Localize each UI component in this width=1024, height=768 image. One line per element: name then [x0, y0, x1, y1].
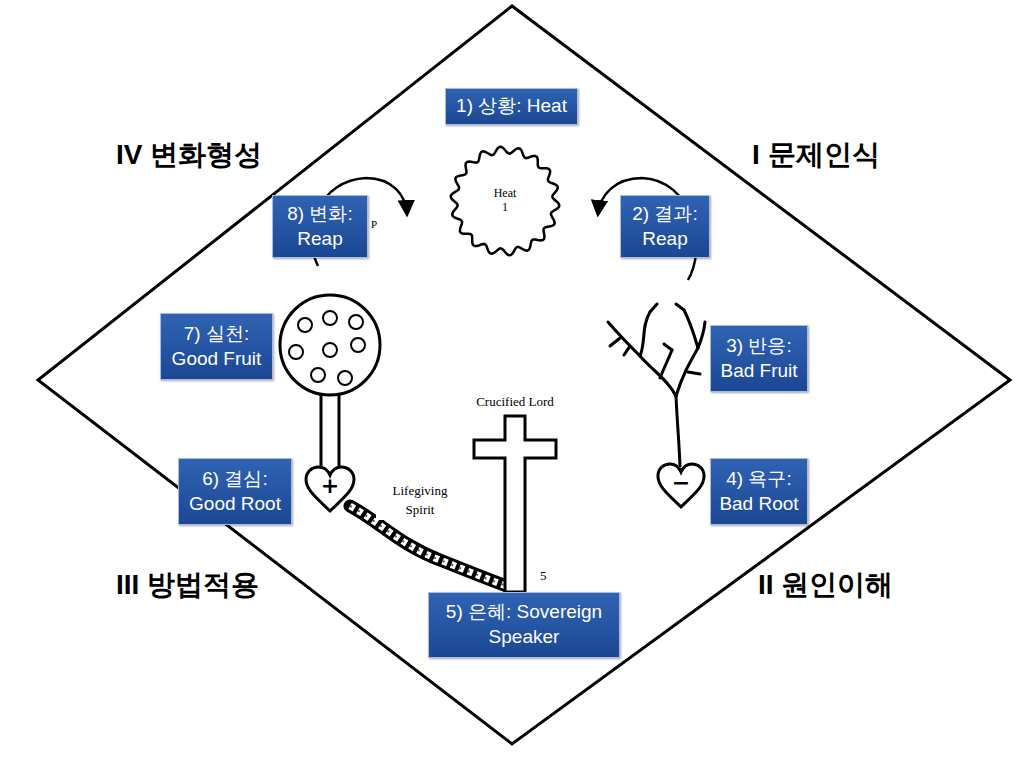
- sun-text: Heat: [494, 187, 517, 201]
- step-box: 8) 변화: Reap: [272, 195, 368, 258]
- step-box: 2) 결과: Reap: [620, 195, 710, 258]
- quadrant-label: I 문제인식: [752, 136, 880, 174]
- good-tree: [280, 295, 380, 468]
- cut-letter: P: [371, 218, 377, 230]
- step-label: 8) 변화: Reap: [279, 202, 361, 251]
- heart-sign: −: [672, 472, 690, 494]
- step-label: 6) 결심: Good Root: [185, 467, 285, 516]
- step-label: 1) 상황: Heat: [456, 94, 567, 119]
- heat-sun: Heat1: [447, 143, 563, 259]
- step-box: 4) 욕구: Bad Root: [710, 458, 808, 525]
- heart-sign: +: [321, 475, 339, 497]
- step-label: 4) 욕구: Bad Root: [717, 467, 801, 516]
- step-box: 7) 실천: Good Fruit: [160, 313, 273, 380]
- frame-diamond: [38, 6, 1010, 744]
- quadrant-label: III 방법적용: [116, 566, 259, 604]
- spirit-label: Lifegiving Spirit: [376, 482, 464, 520]
- step-box: 1) 상황: Heat: [445, 88, 578, 125]
- heart-shape: −: [657, 463, 705, 508]
- step-label: 2) 결과: Reap: [627, 202, 703, 251]
- cross-label: Crucified Lord: [476, 394, 554, 410]
- step-label: 5) 은혜: Sovereign Speaker: [435, 600, 613, 649]
- step-box: 3) 반응: Bad Fruit: [710, 325, 808, 392]
- heart-shape: +: [305, 466, 355, 512]
- step-box: 6) 결심: Good Root: [178, 458, 292, 525]
- callout-number: 5: [540, 568, 547, 584]
- sun-text: 1: [502, 201, 508, 215]
- quadrant-label: II 원인이해: [758, 566, 893, 604]
- bad-tree: [608, 304, 705, 466]
- step-label: 7) 실천: Good Fruit: [167, 322, 266, 371]
- step-label: 3) 반응: Bad Fruit: [717, 334, 801, 383]
- cross: [474, 416, 556, 592]
- step-box: 5) 은혜: Sovereign Speaker: [428, 592, 620, 658]
- quadrant-label: IV 변화형성: [116, 136, 262, 174]
